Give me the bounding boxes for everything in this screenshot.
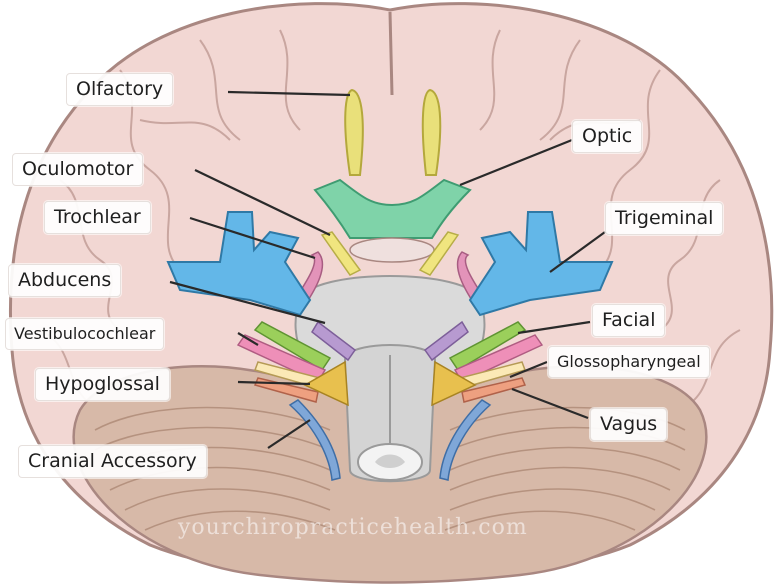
- label-trigeminal: Trigeminal: [605, 202, 724, 235]
- label-optic: Optic: [572, 120, 643, 153]
- trigeminal-nerve-right: [468, 211, 614, 317]
- vagus-nerve-right: [461, 377, 527, 403]
- label-cranial-accessory: Cranial Accessory: [18, 445, 207, 478]
- vestibulocochlear-nerve-right: [453, 334, 544, 383]
- label-oculomotor: Oculomotor: [12, 153, 144, 186]
- leader-lines: [169, 90, 606, 449]
- abducens-nerve-right: [423, 320, 469, 362]
- optic-chiasm: [313, 178, 472, 239]
- label-abducens: Abducens: [8, 264, 122, 297]
- hypoglossal-nerve-left: [303, 360, 349, 407]
- label-hypoglossal: Hypoglossal: [35, 368, 170, 401]
- label-vagus: Vagus: [590, 408, 668, 441]
- facial-nerve-right: [448, 321, 527, 372]
- label-glossopharyngeal: Glossopharyngeal: [548, 346, 710, 378]
- olfactory-bulb-right: [421, 88, 442, 176]
- label-trochlear: Trochlear: [44, 201, 151, 234]
- label-vestibulocochlear: Vestibulocochlear: [5, 318, 165, 350]
- facial-nerve-left: [253, 321, 332, 372]
- hypoglossal-nerve-right: [431, 360, 477, 407]
- label-facial: Facial: [592, 304, 666, 337]
- olfactory-bulb-left: [344, 88, 364, 176]
- oculomotor-nerve-left: [320, 231, 362, 276]
- label-olfactory: Olfactory: [66, 73, 174, 106]
- accessory-nerve-right: [439, 399, 492, 481]
- vestibulocochlear-nerve-left: [236, 334, 327, 383]
- abducens-nerve-left: [311, 320, 357, 362]
- watermark: yourchiropracticehealth.com: [178, 515, 528, 540]
- oculomotor-nerve-right: [418, 231, 460, 276]
- trigeminal-nerve-left: [166, 211, 312, 317]
- accessory-nerve-left: [288, 399, 341, 481]
- longitudinal-fissure: [388, 11, 394, 96]
